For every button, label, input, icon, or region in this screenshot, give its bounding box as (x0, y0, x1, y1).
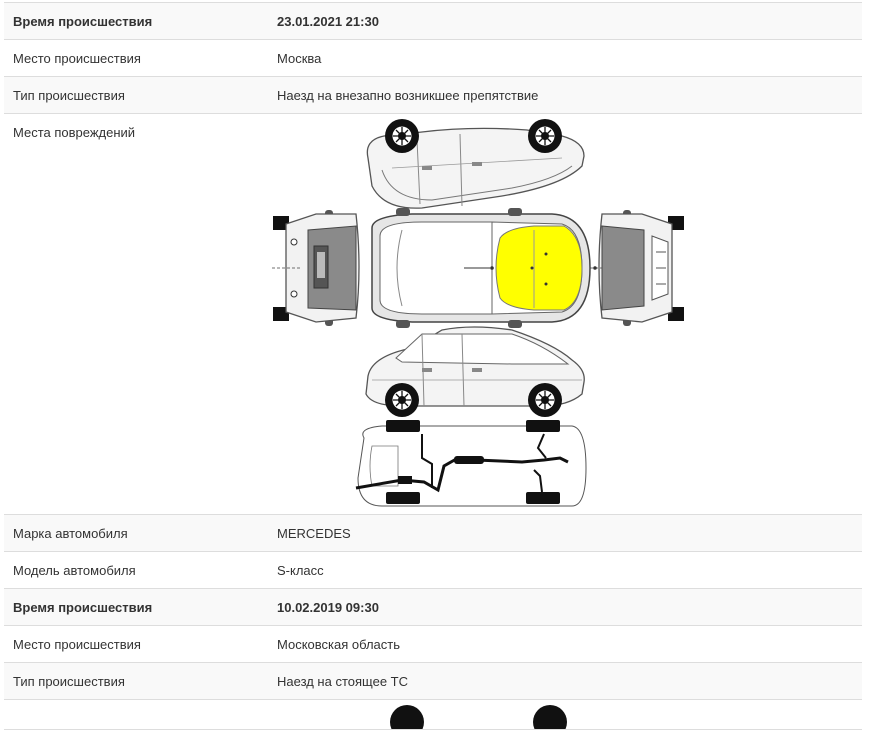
table-row: Время происшествия 23.01.2021 21:30 (4, 3, 862, 40)
car-damage-diagram (272, 118, 684, 507)
table-row: Место происшествия Московская область (4, 626, 862, 663)
car-brand-value: MERCEDES (277, 525, 351, 541)
incident-time-value: 10.02.2019 09:30 (277, 599, 379, 615)
car-front-view (590, 210, 684, 326)
table-row: Места повреждений (4, 114, 862, 515)
damage-diagram-cell (268, 700, 862, 729)
incident-place-value: Москва (277, 50, 322, 66)
car-model-label: Модель автомобиля (13, 562, 136, 578)
wheel-icon (527, 118, 563, 154)
incident-time-label: Время происшествия (13, 599, 153, 615)
car-side-bottom-view (365, 326, 585, 418)
car-brand-label: Марка автомобиля (13, 525, 128, 541)
car-side-top-view (366, 118, 585, 209)
incident-type-label: Тип происшествия (13, 673, 125, 689)
table-row: Тип происшествия Наезд на стоящее ТС (4, 663, 862, 700)
wheel-icon (527, 382, 563, 418)
table-row: Время происшествия 10.02.2019 09:30 (4, 589, 862, 626)
damage-zone-highlight (495, 225, 583, 311)
car-damage-diagram (390, 704, 567, 729)
incident-type-label: Тип происшествия (13, 87, 125, 103)
wheel-icon (384, 118, 420, 154)
car-top-view (371, 208, 591, 328)
incident-place-value: Московская область (277, 636, 401, 652)
table-row: Марка автомобиля MERCEDES (4, 515, 862, 552)
incident-time-value: 23.01.2021 21:30 (277, 13, 379, 29)
table-row: Тип происшествия Наезд на внезапно возни… (4, 77, 862, 114)
damage-diagram-cell (268, 114, 862, 513)
car-rear-view (272, 210, 360, 326)
incident-type-value: Наезд на внезапно возникшее препятствие (277, 87, 539, 103)
incident-time-label: Время происшествия (13, 13, 153, 29)
damage-places-label: Места повреждений (13, 125, 136, 140)
damage-places-label (4, 700, 268, 729)
incident-type-value: Наезд на стоящее ТС (277, 673, 408, 689)
wheel-icon (384, 382, 420, 418)
table-row: Место происшествия Москва (4, 40, 862, 77)
incident-place-label: Место происшествия (13, 50, 141, 66)
car-model-value: S-класс (277, 562, 324, 578)
table-row (4, 700, 862, 730)
table-row: Модель автомобиля S-класс (4, 552, 862, 589)
incident-table: Время происшествия 23.01.2021 21:30 Мест… (4, 2, 862, 730)
car-underbody-view (355, 420, 587, 507)
incident-place-label: Место происшествия (13, 636, 141, 652)
